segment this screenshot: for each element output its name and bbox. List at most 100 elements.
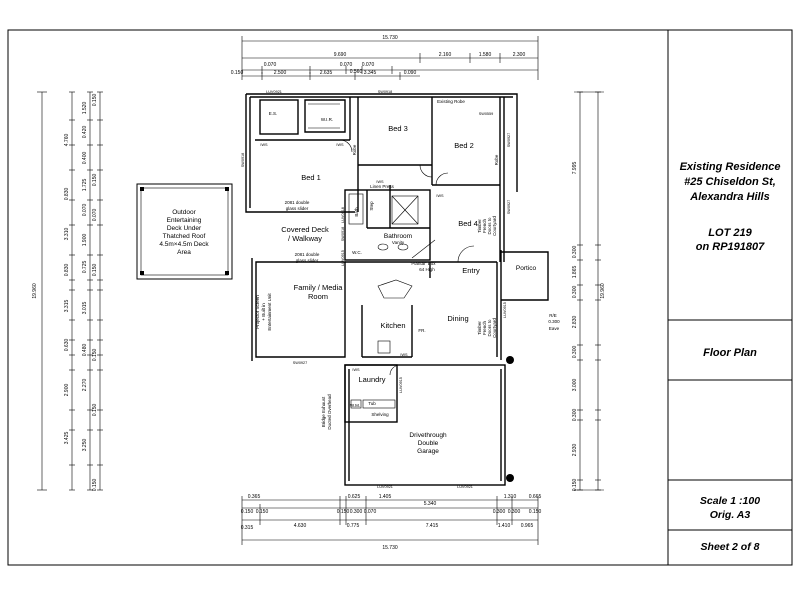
window-tag: SW0559 bbox=[479, 112, 494, 116]
orig-size-line: Orig. A3 bbox=[709, 509, 751, 521]
label-plantar-2: 64 High bbox=[419, 267, 435, 272]
top-dim: 1.580 bbox=[479, 52, 492, 58]
label-robe: Robe bbox=[352, 144, 357, 155]
lot-line: LOT 219 bbox=[708, 227, 752, 239]
address-line: #25 Chiseldon St, bbox=[684, 176, 776, 188]
label-french-doors: French bbox=[482, 321, 487, 336]
left-dim: 0.070 bbox=[82, 204, 88, 217]
left-dim: 0.830 bbox=[64, 264, 70, 277]
label-french-doors: Courtyard bbox=[492, 318, 497, 338]
label-slider-2: glass slider bbox=[296, 258, 319, 263]
top-overall-dim: 15.730 bbox=[382, 35, 398, 41]
bottom-dim: 0.150 bbox=[337, 509, 350, 515]
deck-labels: Outdoor Entertaining Deck Under Thatched… bbox=[159, 209, 209, 256]
deck-label: Entertaining bbox=[167, 217, 202, 224]
top-dim: 0.150 bbox=[231, 70, 244, 76]
left-dim: 2.270 bbox=[82, 379, 88, 392]
room-label-covered-deck: Covered Deck bbox=[281, 225, 329, 234]
label-ensuite: E.S. bbox=[269, 111, 278, 116]
label-bath: Bath bbox=[354, 207, 359, 217]
iws-tag: IWS bbox=[336, 143, 344, 147]
top-dim: 2.300 bbox=[513, 52, 526, 58]
right-dim: 1.865 bbox=[572, 266, 578, 279]
room-label-laundry: Laundry bbox=[358, 375, 385, 384]
top-dim: 9.690 bbox=[334, 52, 347, 58]
room-label-bed1: Bed 1 bbox=[301, 173, 321, 182]
room-label-garage-3: Garage bbox=[417, 448, 439, 455]
bottom-dim: 0.775 bbox=[347, 523, 360, 529]
label-french-doors: Courtyard bbox=[492, 216, 497, 236]
label-shelving: Shelving bbox=[371, 412, 389, 417]
iws-tag: IWS bbox=[376, 180, 384, 184]
top-dim: 3.345 bbox=[364, 70, 377, 76]
label-tub: Tub bbox=[368, 401, 376, 406]
left-dim: 1.520 bbox=[82, 102, 88, 115]
room-label-garage-2: Double bbox=[418, 440, 439, 447]
right-dim: 0.150 bbox=[572, 479, 578, 492]
label-eave-dim: 0.300 bbox=[548, 319, 560, 324]
drawing-title: Floor Plan bbox=[703, 347, 757, 359]
label-wc: W.C. bbox=[352, 250, 362, 255]
bottom-dim: 1.410 bbox=[498, 523, 511, 529]
left-dim: 3.310 bbox=[64, 228, 70, 241]
room-label-portico: Portico bbox=[516, 265, 537, 272]
label-fridge: FR. bbox=[418, 328, 425, 333]
window-tag: SW0927 bbox=[507, 133, 511, 148]
deck-label: 4.5m×4.5m Deck bbox=[159, 241, 209, 248]
left-dim: 3.315 bbox=[64, 300, 70, 313]
window-tags: LUV0921 SW0918 SW0559 SW0927 SW0918 SW09… bbox=[241, 90, 511, 489]
small-labels: E.S. W.I.R. Robe Robe Existing Robe Line… bbox=[255, 99, 560, 430]
title-block-address: Existing Residence #25 Chiseldon St, Ale… bbox=[668, 160, 792, 205]
room-labels: Bed 1 Bed 3 Bed 2 Bed 4 Bathroom Covered… bbox=[281, 124, 536, 455]
room-label-entry: Entry bbox=[462, 266, 480, 275]
bottom-dim: 0.665 bbox=[529, 494, 542, 500]
window-tag: LUV0915 bbox=[503, 302, 507, 318]
left-dim: 1.725 bbox=[82, 179, 88, 192]
bottom-dim: 1.310 bbox=[504, 494, 517, 500]
walls bbox=[245, 93, 549, 486]
room-label-covered-deck-2: / Walkway bbox=[288, 234, 322, 243]
bottom-dim: 0.965 bbox=[521, 523, 534, 529]
left-dim: 0.420 bbox=[82, 126, 88, 139]
top-dim: 0.560 bbox=[350, 69, 363, 75]
left-dim: 2.900 bbox=[64, 384, 70, 397]
room-label-garage: Drivethrough bbox=[409, 432, 447, 439]
bottom-dim: 0.300 bbox=[350, 509, 363, 515]
left-dim: 0.150 bbox=[92, 94, 98, 107]
iws-tag: IWS bbox=[436, 194, 444, 198]
label-existing-robe: Existing Robe bbox=[437, 99, 465, 104]
deck-label: Thatched Roof bbox=[163, 233, 206, 240]
left-dim: 0.070 bbox=[92, 209, 98, 222]
top-dim: 0.070 bbox=[362, 62, 375, 68]
bottom-dim: 0.315 bbox=[241, 525, 254, 531]
label-french-doors: Doors to bbox=[487, 217, 492, 235]
label-projector: Entertainment Unit bbox=[267, 293, 272, 331]
top-dim: 0.090 bbox=[404, 70, 417, 76]
address-line: Existing Residence bbox=[679, 161, 781, 173]
label-slider: 2081 double bbox=[295, 252, 320, 257]
bottom-dim: 0.300 bbox=[493, 509, 506, 515]
bottom-dim: 0.150 bbox=[529, 509, 542, 515]
window-tag: SW0918 bbox=[241, 153, 245, 168]
left-dim: 3.425 bbox=[64, 432, 70, 445]
left-overall-dim: 19.960 bbox=[32, 283, 38, 299]
left-dim: 0.480 bbox=[82, 344, 88, 357]
deck-label: Area bbox=[177, 249, 191, 256]
right-dimension-lines bbox=[574, 91, 604, 491]
label-robe: Robe bbox=[494, 154, 499, 165]
iws-tag: IWS bbox=[400, 353, 408, 357]
iws-tag: IWS bbox=[352, 368, 360, 372]
title-block-lot: LOT 219 on RP191807 bbox=[668, 226, 792, 254]
room-label-bed4: Bed 4 bbox=[458, 219, 478, 228]
left-dim: 0.725 bbox=[82, 261, 88, 274]
label-wm: W.M. bbox=[350, 403, 360, 408]
label-slider-2: glass slider bbox=[286, 206, 309, 211]
top-dim: 2.500 bbox=[274, 70, 287, 76]
room-label-dining: Dining bbox=[447, 314, 468, 323]
bottom-dim: 0.150 bbox=[241, 509, 254, 515]
label-wir: W.I.R. bbox=[321, 117, 333, 122]
left-dim: 0.150 bbox=[92, 404, 98, 417]
room-label-family-2: Room bbox=[308, 292, 328, 301]
